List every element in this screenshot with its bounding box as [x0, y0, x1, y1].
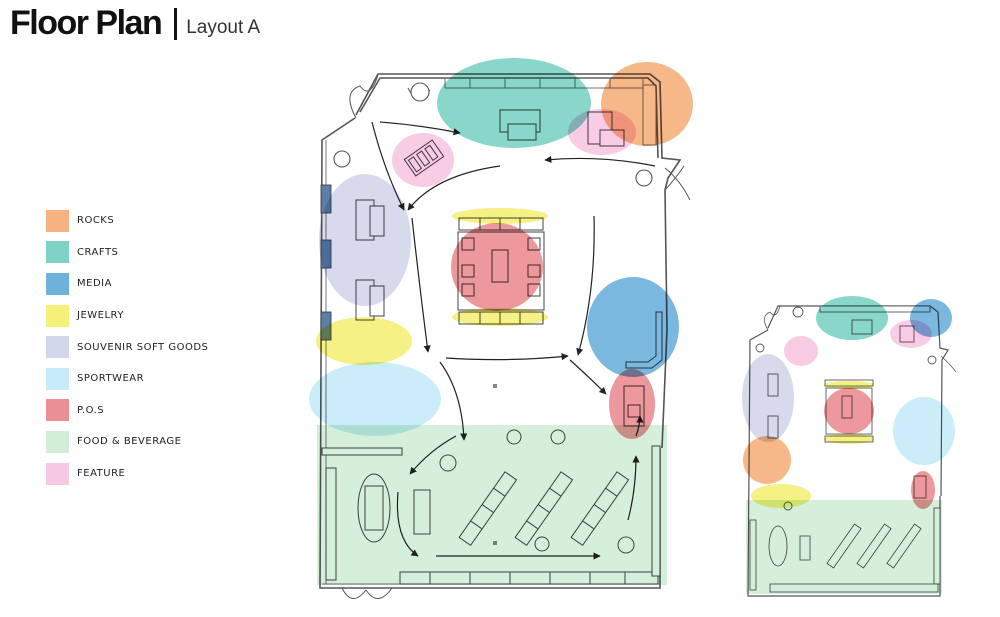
legend-swatch	[46, 430, 69, 453]
page-title: Floor Plan	[10, 4, 163, 42]
legend-swatch	[46, 367, 69, 390]
legend-item-sportwear: SPORTWEAR	[46, 363, 208, 395]
legend-item-media: MEDIA	[46, 268, 208, 300]
zone-pos-right	[609, 369, 655, 439]
header: Floor Plan Layout A	[10, 4, 260, 43]
legend-swatch	[46, 336, 69, 359]
mini-zone-rocks	[743, 436, 791, 484]
legend-swatch	[46, 209, 69, 232]
page-subtitle: Layout A	[186, 16, 261, 38]
legend-label: SOUVENIR SOFT GOODS	[77, 341, 209, 353]
mini-zone-jewelry-top	[824, 381, 874, 389]
mini-zone-jewelry-left	[751, 484, 811, 508]
zone-food-beverage	[317, 425, 667, 585]
legend-item-pos: P.O.S	[46, 395, 208, 427]
legend-item-feature: FEATURE	[46, 458, 208, 490]
title-divider	[174, 7, 178, 40]
mini-zone-sportwear	[893, 397, 955, 465]
mini-zone-feature-top	[890, 320, 932, 348]
zone-jewelry-left	[316, 317, 412, 365]
legend-swatch	[46, 304, 69, 327]
legend-item-rocks: ROCKS	[46, 205, 208, 237]
legend-label: FOOD & BEVERAGE	[77, 436, 182, 448]
legend-swatch	[46, 241, 69, 264]
legend-label: FEATURE	[77, 468, 126, 480]
mini-zone-pos-center	[824, 388, 874, 434]
zone-media	[587, 277, 679, 377]
zone-feature-left	[392, 133, 454, 187]
legend-swatch	[46, 272, 69, 295]
legend-label: P.O.S	[77, 404, 105, 416]
mini-zone-jewelry-bottom	[824, 434, 874, 444]
zone-jewelry-bottom	[452, 308, 548, 326]
legend-label: MEDIA	[77, 278, 112, 290]
mini-zone-food-beverage	[746, 500, 942, 594]
zone-feature-top	[568, 109, 636, 155]
legend-label: JEWELRY	[77, 310, 124, 322]
zones	[309, 58, 693, 585]
mini-zones	[742, 296, 955, 594]
zone-pos-center	[451, 223, 543, 311]
mini-zone-souvenir	[742, 354, 794, 442]
legend-item-food-beverage: FOOD & BEVERAGE	[46, 426, 208, 458]
mini-zone-pos-right	[911, 471, 935, 509]
legend: ROCKS CRAFTS MEDIA JEWELRY SOUVENIR SOFT…	[46, 205, 208, 489]
legend-swatch	[46, 462, 69, 485]
legend-label: ROCKS	[77, 215, 115, 227]
zone-jewelry-top	[452, 208, 548, 224]
legend-swatch	[46, 399, 69, 422]
mini-doors	[764, 305, 957, 373]
legend-item-jewelry: JEWELRY	[46, 300, 208, 332]
legend-item-crafts: CRAFTS	[46, 237, 208, 269]
mini-zone-crafts	[816, 296, 888, 340]
legend-label: SPORTWEAR	[77, 373, 145, 385]
zone-souvenir	[319, 174, 411, 306]
legend-label: CRAFTS	[77, 246, 119, 258]
legend-item-souvenir-soft-goods: SOUVENIR SOFT GOODS	[46, 331, 208, 363]
zone-sportwear	[309, 362, 441, 436]
mini-zone-feature-left	[784, 336, 818, 366]
zone-crafts	[437, 58, 591, 148]
